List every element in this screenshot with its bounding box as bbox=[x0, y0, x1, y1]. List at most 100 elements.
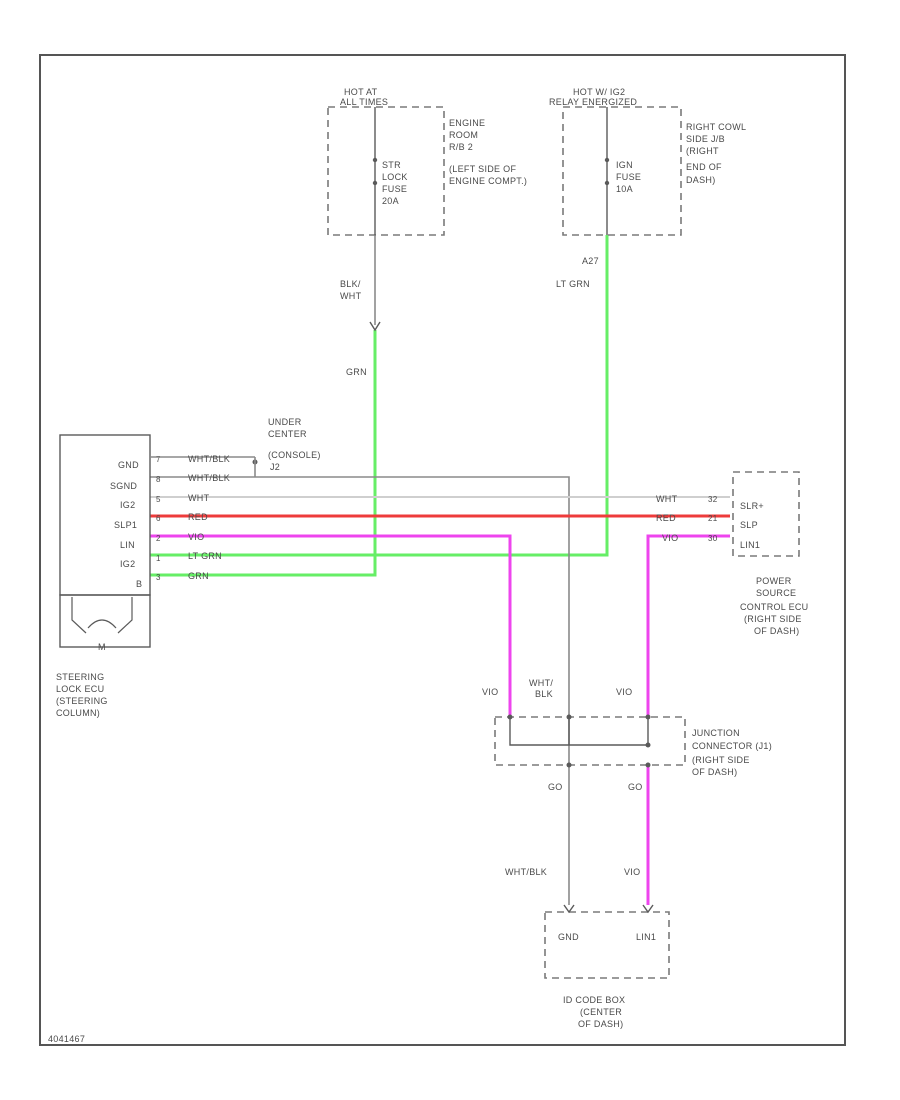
wire-vio-steering bbox=[150, 534, 512, 715]
wire-label-grn: GRN bbox=[346, 367, 367, 377]
pin-no-7: 7 bbox=[156, 455, 161, 464]
right-cowl-loc-2: SIDE J/B bbox=[686, 134, 725, 144]
ps-label-4: (RIGHT SIDE bbox=[744, 614, 802, 624]
wire-vio-power-source bbox=[646, 534, 730, 715]
junction-label-1: JUNCTION bbox=[692, 728, 740, 738]
junction-wire-right: VIO bbox=[616, 687, 632, 697]
steering-ecu-label-2: LOCK ECU bbox=[56, 684, 104, 694]
pin-label-lin: LIN bbox=[120, 540, 135, 550]
junction-label-4: OF DASH) bbox=[692, 767, 737, 777]
str-lock-fuse-1: STR bbox=[382, 160, 401, 170]
str-lock-fuse-2: LOCK bbox=[382, 172, 408, 182]
ps-wire-wht: WHT bbox=[656, 494, 678, 504]
footer-code: 4041467 bbox=[48, 1034, 85, 1044]
idcode-pin-gnd: GND bbox=[558, 932, 579, 942]
pin-label-b: B bbox=[136, 579, 142, 589]
ps-label-3: CONTROL ECU bbox=[740, 602, 808, 612]
ign-fuse-1: IGN bbox=[616, 160, 633, 170]
ps-label-1: POWER bbox=[756, 576, 792, 586]
wire-grn bbox=[150, 330, 377, 577]
str-lock-fuse-4: 20A bbox=[382, 196, 399, 206]
str-lock-fuse-3: FUSE bbox=[382, 184, 407, 194]
pin-no-8: 8 bbox=[156, 475, 161, 484]
wire-b: GRN bbox=[188, 571, 209, 581]
connector-a27: A27 bbox=[582, 256, 599, 266]
wire-wht-blk-ground bbox=[150, 476, 570, 905]
under-center-console-label: UNDER CENTER (CONSOLE) J2 bbox=[252, 417, 321, 472]
junction-wire-mid-2: BLK bbox=[535, 689, 553, 699]
under-center-2: CENTER bbox=[268, 429, 307, 439]
steering-lock-ecu: GND SGND IG2 SLP1 LIN IG2 B 7 8 5 6 2 1 … bbox=[56, 434, 256, 718]
wires bbox=[150, 235, 730, 905]
pin-label-ig2-a: IG2 bbox=[120, 500, 135, 510]
idcode-label-2: (CENTER bbox=[580, 1007, 622, 1017]
steering-ecu-label-3: (STEERING bbox=[56, 696, 108, 706]
engine-room-loc-3: R/B 2 bbox=[449, 142, 473, 152]
wire-label-blk: BLK/ bbox=[340, 279, 361, 289]
steering-ecu-label-4: COLUMN) bbox=[56, 708, 100, 718]
right-cowl-loc-1: RIGHT COWL bbox=[686, 122, 746, 132]
junction-wire-mid-1: WHT/ bbox=[529, 678, 553, 688]
power-source-control-ecu: SLR+ SLP LIN1 32 21 30 WHT RED VIO POWER… bbox=[656, 471, 808, 636]
pin-no-3: 3 bbox=[156, 573, 161, 582]
ps-pin-lin1: LIN1 bbox=[740, 540, 760, 550]
ign-fuse-3: 10A bbox=[616, 184, 633, 194]
pin-no-5: 5 bbox=[156, 495, 161, 504]
wire-label-lt-grn: LT GRN bbox=[556, 279, 590, 289]
junction-bus bbox=[509, 715, 649, 746]
idcode-label-1: ID CODE BOX bbox=[563, 995, 625, 1005]
ps-label-5: OF DASH) bbox=[754, 626, 799, 636]
junction-wire-left: VIO bbox=[482, 687, 498, 697]
wire-slp1: RED bbox=[188, 512, 208, 522]
under-center-3: (CONSOLE) bbox=[268, 450, 321, 460]
junction-label-3: (RIGHT SIDE bbox=[692, 755, 750, 765]
pin-no-2: 2 bbox=[156, 534, 161, 543]
ps-pin-slr: SLR+ bbox=[740, 501, 764, 511]
motor-label: M bbox=[98, 642, 106, 652]
wire-ig2-a: WHT bbox=[188, 493, 210, 503]
ps-wire-red: RED bbox=[656, 513, 676, 523]
junction-below-right: GO bbox=[628, 782, 643, 792]
pin-label-slp1: SLP1 bbox=[114, 520, 137, 530]
hot-ig2-2: RELAY ENERGIZED bbox=[549, 97, 637, 107]
right-cowl-loc-3: (RIGHT bbox=[686, 146, 719, 156]
junction-label-2: CONNECTOR (J1) bbox=[692, 741, 772, 751]
right-cowl-loc-4: END OF bbox=[686, 162, 722, 172]
idcode-wire-right: VIO bbox=[624, 867, 640, 877]
steering-ecu-label-1: STEERING bbox=[56, 672, 104, 682]
under-center-ref: J2 bbox=[270, 462, 280, 472]
junction-connector: VIO WHT/ BLK VIO JUNCTION CONNECTOR (J1)… bbox=[482, 678, 772, 792]
pin-label-sgnd: SGND bbox=[110, 481, 137, 491]
ign-fuse-2: FUSE bbox=[616, 172, 641, 182]
pin-no-1: 1 bbox=[156, 554, 161, 563]
under-center-1: UNDER bbox=[268, 417, 302, 427]
ps-pin-slp: SLP bbox=[740, 520, 758, 530]
right-cowl-loc-5: DASH) bbox=[686, 175, 716, 185]
pin-label-gnd: GND bbox=[118, 460, 139, 470]
hot-ig2-1: HOT W/ IG2 bbox=[573, 87, 625, 97]
right-cowl-junction-block: HOT W/ IG2 RELAY ENERGIZED IGN FUSE 10A … bbox=[549, 87, 746, 289]
diagram-frame bbox=[39, 54, 846, 1046]
pin-no-6: 6 bbox=[156, 514, 161, 523]
idcode-wire-left: WHT/BLK bbox=[505, 867, 547, 877]
junction-below-left: GO bbox=[548, 782, 563, 792]
wire-lin: VIO bbox=[188, 532, 204, 542]
wire-lt-grn bbox=[150, 235, 609, 557]
hot-at-all-times-2: ALL TIMES bbox=[340, 97, 388, 107]
id-code-box: WHT/BLK VIO GND LIN1 ID CODE BOX (CENTER… bbox=[505, 867, 670, 1029]
hot-at-all-times-1: HOT AT bbox=[344, 87, 378, 97]
engine-room-relay-block: HOT AT ALL TIMES STR LOCK FUSE 20A ENGIN… bbox=[327, 87, 527, 377]
engine-room-loc-2: ROOM bbox=[449, 130, 478, 140]
engine-room-loc-5: ENGINE COMPT.) bbox=[449, 176, 527, 186]
engine-room-loc-4: (LEFT SIDE OF bbox=[449, 164, 516, 174]
ps-wire-vio: VIO bbox=[662, 533, 678, 543]
wire-sgnd: WHT/BLK bbox=[188, 473, 230, 483]
wire-label-wht: WHT bbox=[340, 291, 362, 301]
pin-label-ig2-b: IG2 bbox=[120, 559, 135, 569]
ps-label-2: SOURCE bbox=[756, 588, 796, 598]
ps-pin-no-21: 21 bbox=[708, 514, 718, 523]
wire-ig2-b: LT GRN bbox=[188, 551, 222, 561]
engine-room-loc-1: ENGINE bbox=[449, 118, 485, 128]
motor-symbol bbox=[71, 597, 133, 634]
